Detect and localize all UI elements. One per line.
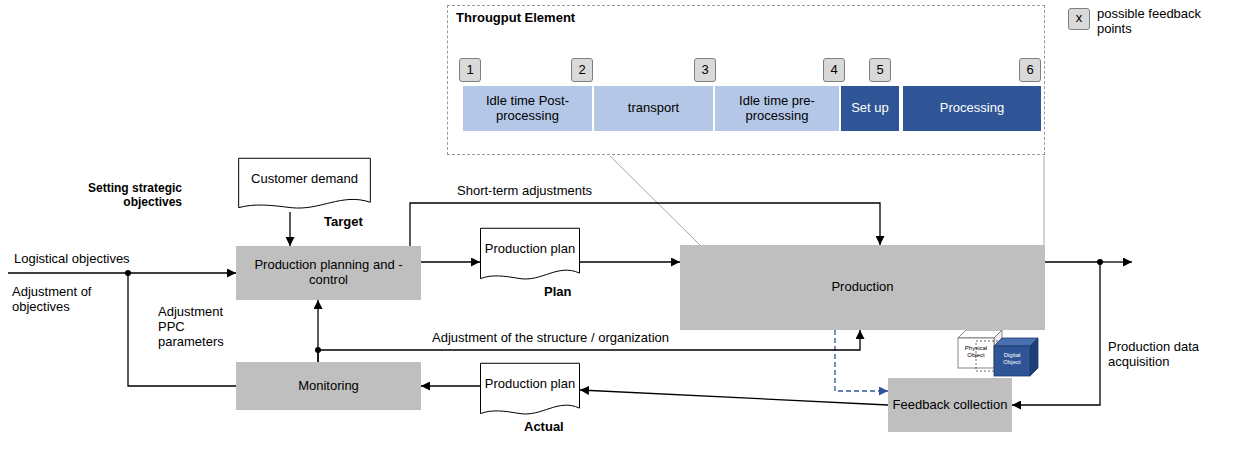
process-box: Feedback collection (888, 378, 1012, 432)
edge-label: Short-term adjustments (455, 184, 594, 199)
callout-number: 1 (466, 63, 473, 78)
node-text: Idle time pre-processing (719, 94, 835, 124)
zoom-leader (610, 156, 700, 245)
status-tag: Actual (524, 420, 564, 435)
feedback-point: 3 (694, 58, 716, 82)
time-segment: Idle time Post-processing (463, 86, 592, 131)
object-label: Physical Object (959, 345, 993, 358)
time-segment: Processing (903, 86, 1041, 131)
document-shape: Production planActual (480, 363, 580, 418)
zoom-leader (1044, 156, 1045, 245)
flow-arrow (421, 385, 480, 386)
document-shape: Production planPlan (480, 228, 580, 283)
process-box: Production (680, 245, 1045, 330)
node-text: Feedback collection (893, 398, 1008, 413)
flow-arrow (580, 390, 888, 405)
feedback-point: 1 (459, 58, 481, 82)
input-label: Logistical objectives (14, 252, 130, 267)
digital-object-cube (994, 338, 1038, 376)
time-segment: Idle time pre-processing (715, 86, 839, 131)
section-heading: Setting strategic objectives (72, 182, 182, 210)
process-box: Monitoring (236, 362, 421, 410)
callout-number: 4 (830, 63, 837, 78)
legend-text: possible feedback points (1097, 7, 1209, 37)
feedback-point: 4 (823, 58, 845, 82)
object-label: Digital Object (995, 352, 1029, 365)
edge-label: Adjustment PPC parameters (156, 305, 240, 350)
callout-number: 2 (578, 63, 585, 78)
edge-label: Adjustment of the structure / organizati… (430, 331, 671, 346)
output-arrow (1100, 261, 1132, 262)
edge-label: Adjustment of objectives (10, 285, 114, 315)
feedback-point: 6 (1019, 58, 1041, 82)
flow-arrow (289, 212, 290, 246)
input-line (8, 272, 128, 273)
callout-number: 3 (701, 63, 708, 78)
time-segment: transport (594, 86, 713, 131)
flow-arrow (580, 261, 680, 262)
node-text: Production (831, 280, 893, 295)
node-text: Production plan (485, 377, 575, 392)
node-text: transport (628, 101, 679, 116)
process-box: Production planning and -control (236, 246, 421, 300)
callout-number: 5 (876, 63, 883, 78)
feedback-point: 5 (869, 58, 891, 82)
flow-arrow (318, 330, 860, 362)
status-tag: Plan (544, 285, 571, 300)
status-tag: Target (324, 215, 363, 230)
time-segment: Set up (841, 86, 899, 131)
legend-symbol: x (1068, 8, 1090, 30)
node-text: Production plan (485, 242, 575, 257)
callout-number: 6 (1026, 63, 1033, 78)
edge-label: Production data acquisition (1106, 340, 1202, 370)
flow-arrow (421, 261, 480, 262)
document-shape: Customer demandTarget (238, 158, 371, 212)
feedback-point: 2 (571, 58, 593, 82)
node-text: Production planning and -control (240, 258, 417, 288)
feedback-dashed-arrow (835, 330, 888, 391)
node-text: Idle time Post-processing (467, 94, 588, 124)
throughput-group: Througput Element 1 2 3 4 5 6Idle time Post-pr… (447, 5, 1045, 155)
node-text: Set up (851, 101, 889, 116)
group-heading: Througput Element (456, 11, 575, 26)
node-text: Monitoring (298, 379, 359, 394)
node-text: Customer demand (251, 172, 358, 187)
node-text: Processing (940, 101, 1004, 116)
